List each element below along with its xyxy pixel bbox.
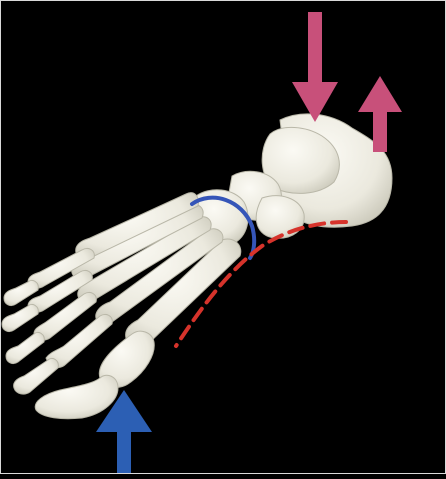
cuboid-bone (256, 196, 304, 239)
